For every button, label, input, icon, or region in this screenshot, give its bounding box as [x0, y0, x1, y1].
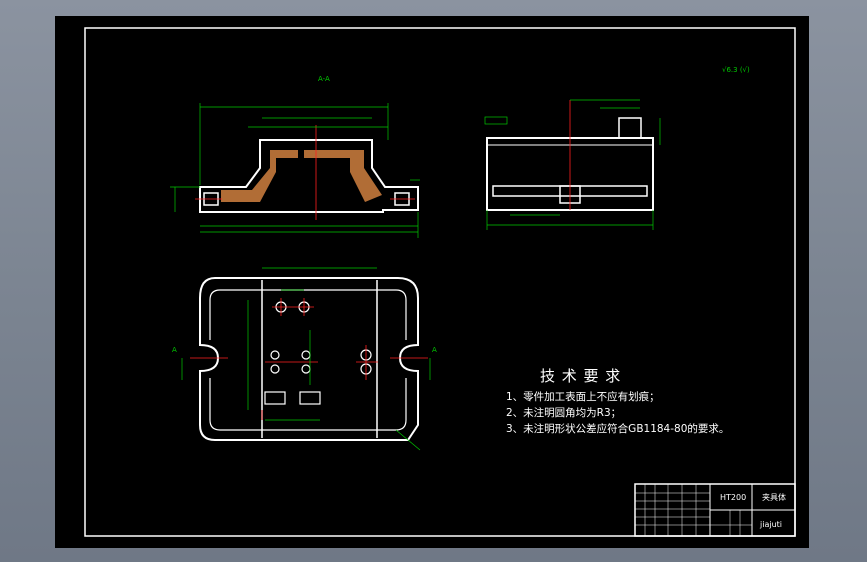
tech-item-2: 2、未注明圆角均为R3；	[506, 406, 621, 419]
slot-cut	[276, 158, 350, 165]
plan-outline	[199, 277, 419, 441]
section-outline	[199, 139, 419, 213]
dimensions-section	[170, 103, 420, 238]
section-view-aa: A-A	[170, 75, 420, 238]
section-label: A-A	[318, 75, 330, 83]
tech-title: 技 术 要 求	[540, 367, 621, 385]
material-label: HT200	[720, 493, 746, 502]
drawing-number: jiajuti	[759, 520, 782, 529]
side-view: √6.3 (√)	[484, 66, 750, 230]
tech-requirements: 技 术 要 求 1、零件加工表面上不应有划痕； 2、未注明圆角均为R3； 3、未…	[506, 367, 729, 435]
dimensions-side	[484, 99, 661, 230]
title-block-grid	[635, 484, 752, 536]
roughness-symbol: √6.3 (√)	[722, 66, 750, 74]
model-space[interactable]	[55, 16, 809, 548]
plan-view: A A	[172, 267, 437, 451]
tech-item-1: 1、零件加工表面上不应有划痕；	[506, 390, 660, 403]
part-name: 夹具体	[762, 492, 786, 502]
hatch-right	[304, 150, 382, 202]
drawing-border	[84, 27, 796, 537]
tech-item-3: 3、未注明形状公差应符合GB1184-80的要求。	[506, 422, 729, 435]
title-block: HT200 夹具体 jiajuti	[634, 483, 796, 537]
section-mark-right: A	[432, 346, 437, 354]
dimensions-plan	[181, 267, 431, 451]
section-mark-left: A	[172, 346, 177, 354]
hatch-left	[221, 150, 298, 202]
plan-centerlines	[190, 298, 428, 420]
